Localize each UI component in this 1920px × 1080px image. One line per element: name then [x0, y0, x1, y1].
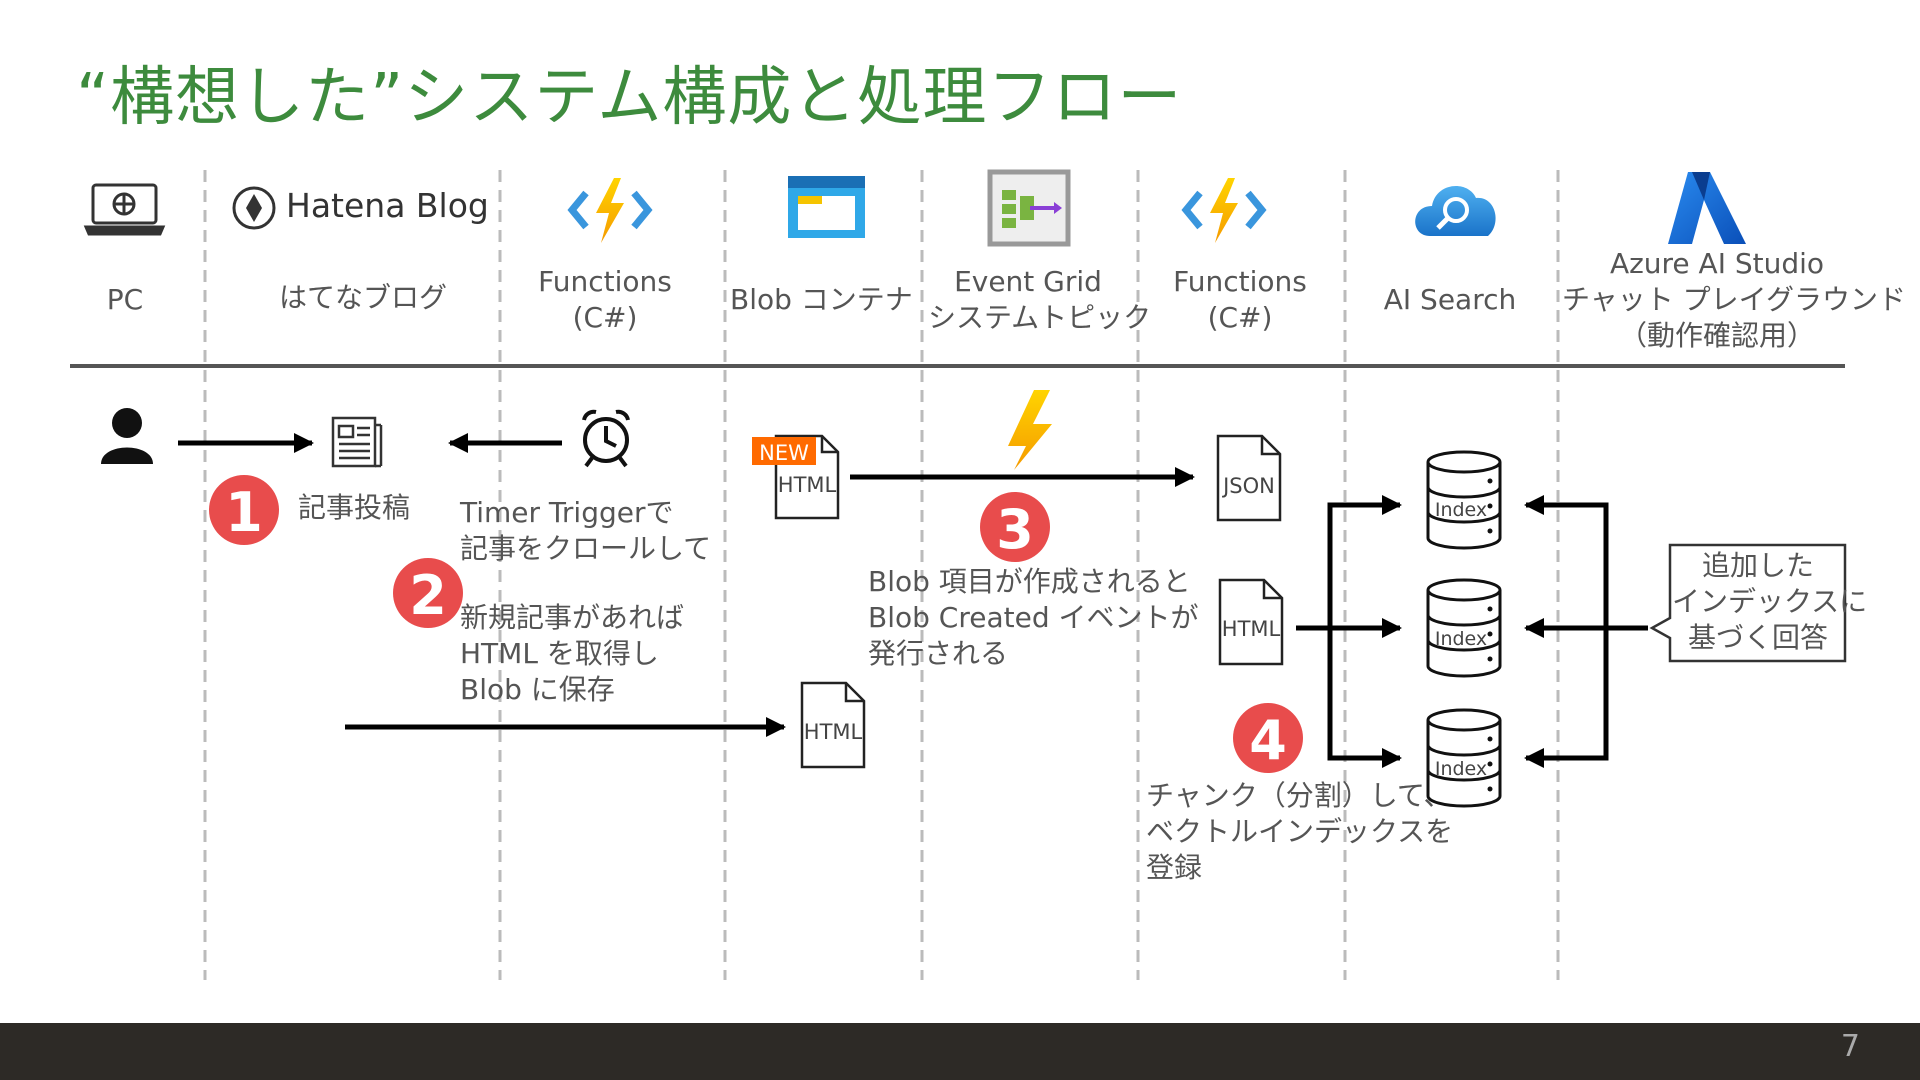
svg-text:4: 4	[1249, 709, 1287, 772]
event-bolt-icon	[1008, 390, 1052, 470]
page-number: 7	[1840, 1029, 1860, 1064]
svg-text:HTML: HTML	[804, 720, 863, 744]
column-blob: Blob コンテナ	[730, 283, 913, 316]
svg-text:2: 2	[409, 564, 447, 627]
index-database-icon: Index	[1426, 708, 1502, 808]
json-file-icon: JSON	[1216, 434, 1282, 522]
svg-text:JSON: JSON	[1221, 474, 1275, 498]
footer-bar	[0, 1023, 1920, 1080]
article-icon	[331, 416, 383, 468]
column-functions-1-line1: Functions	[538, 265, 672, 298]
label-answer: 追加した インデックスに 基づく回答	[1672, 549, 1868, 654]
column-functions-1: Functions (C#)	[520, 264, 690, 336]
step-3-badge: 3	[980, 492, 1050, 562]
label-timer-trigger: Timer Triggerで 記事をクロールして	[460, 496, 712, 565]
index-database-icon: Index	[1426, 450, 1502, 550]
azure-ai-studio-icon	[1668, 172, 1746, 244]
hatena-blog-logo-text: Hatena Blog	[286, 186, 489, 225]
column-hatena: はてなブログ	[278, 281, 447, 314]
step-4-badge: 4	[1233, 703, 1303, 773]
label-chunk: チャンク（分割）して、 ベクトルインデックスを 登録	[1146, 779, 1454, 884]
column-ai-search: AI Search	[1383, 283, 1517, 316]
laptop-icon	[83, 183, 166, 236]
user-icon	[101, 408, 153, 464]
html-file-icon: HTML	[1218, 578, 1284, 666]
event-grid-icon	[987, 169, 1071, 247]
azure-functions-icon	[1181, 178, 1267, 243]
answer-arrows	[1524, 495, 1648, 768]
azure-functions-icon	[567, 178, 653, 243]
column-ai-studio-line3: （動作確認用）	[1618, 319, 1815, 352]
svg-text:Index: Index	[1435, 499, 1487, 521]
column-functions-2-line2: (C#)	[1207, 301, 1273, 334]
step-2-badge: 2	[393, 558, 463, 628]
answer-callout-box	[1649, 543, 1847, 663]
column-functions-2-line1: Functions	[1173, 265, 1307, 298]
slide-title: “構想した”システム構成と処理フロー	[76, 61, 1183, 135]
column-dividers	[203, 170, 1560, 980]
svg-text:Index: Index	[1435, 758, 1487, 780]
column-pc: PC	[106, 283, 144, 316]
ai-search-cloud-icon	[1415, 186, 1496, 236]
column-ai-studio-line2: チャット プレイグラウンド	[1562, 283, 1907, 316]
blob-container-icon	[788, 176, 865, 238]
html-file-icon: HTML	[800, 681, 866, 769]
index-database-icon: Index	[1426, 578, 1502, 678]
column-event-grid: Event Grid システムトピック	[928, 264, 1152, 336]
label-new-article: 新規記事があれば HTML を取得し Blob に保存	[460, 601, 685, 706]
step-1-badge: 1	[209, 475, 279, 545]
label-blob-created: Blob 項目が作成されると Blob Created イベントが 発行される	[868, 565, 1199, 670]
column-ai-studio: Azure AI Studio チャット プレイグラウンド （動作確認用）	[1562, 246, 1907, 354]
svg-text:HTML: HTML	[778, 473, 837, 497]
alarm-clock-icon	[582, 409, 630, 468]
column-event-grid-line2: システムトピック	[928, 301, 1152, 334]
column-event-grid-line1: Event Grid	[954, 265, 1102, 298]
column-ai-studio-line1: Azure AI Studio	[1609, 247, 1825, 280]
svg-text:HTML: HTML	[1222, 617, 1281, 641]
index-branch-arrows	[1296, 495, 1402, 768]
column-functions-1-line2: (C#)	[572, 301, 638, 334]
svg-text:NEW: NEW	[759, 441, 809, 465]
svg-text:Index: Index	[1435, 628, 1487, 650]
new-badge: NEW	[752, 437, 816, 465]
hatena-pen-icon	[232, 186, 276, 230]
label-post: 記事投稿	[298, 491, 411, 524]
svg-text:1: 1	[225, 481, 263, 544]
svg-text:3: 3	[996, 498, 1034, 561]
column-functions-2: Functions (C#)	[1140, 264, 1340, 336]
